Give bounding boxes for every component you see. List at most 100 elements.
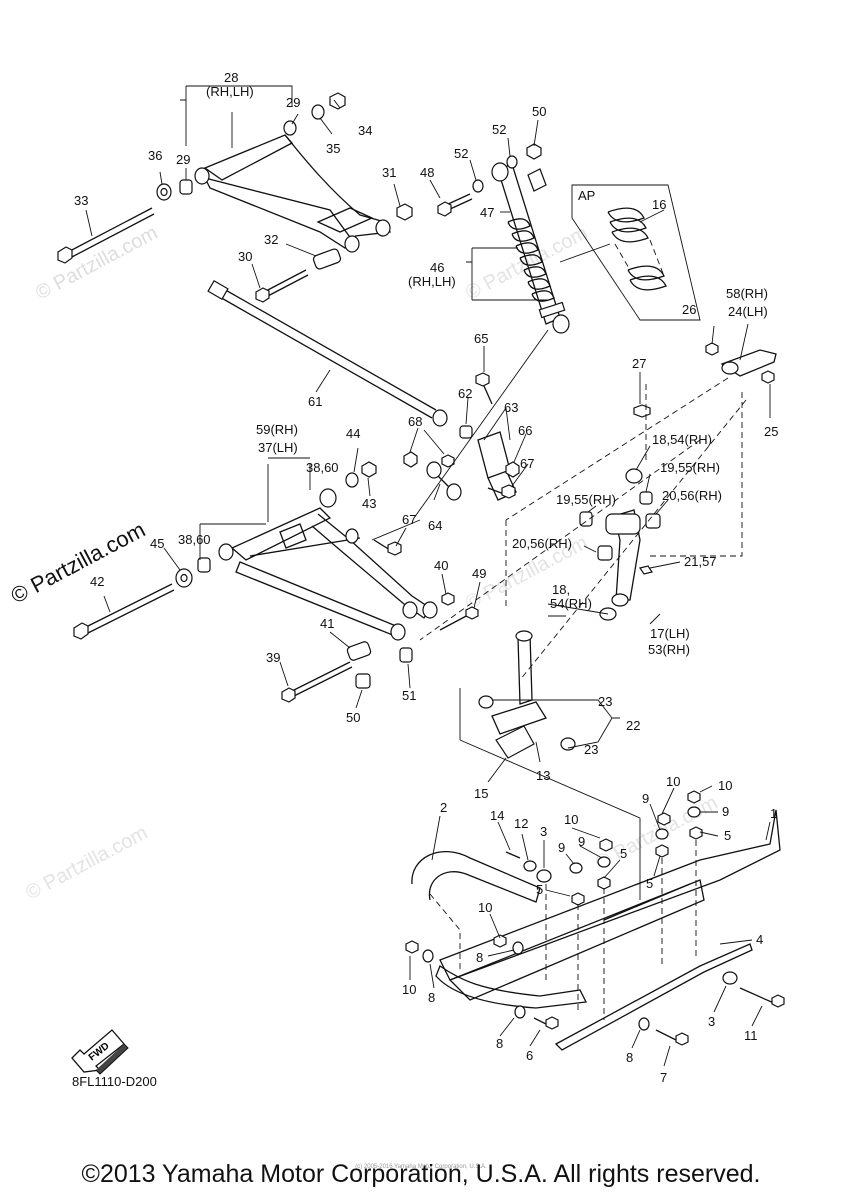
collar-32 — [312, 248, 342, 270]
bolt-65 — [475, 372, 490, 387]
label-10a: 10 — [666, 774, 680, 789]
damper-15 — [495, 725, 535, 759]
washer-52 — [506, 155, 518, 169]
nut-10e — [687, 790, 701, 804]
label-34: 34 — [358, 123, 372, 138]
label-58: 58(RH) — [726, 286, 768, 301]
link-64 — [426, 461, 462, 501]
label-15: 15 — [474, 786, 488, 801]
label-18a: 18,54(RH) — [652, 432, 712, 447]
label-1: 1 — [770, 806, 777, 821]
label-39: 39 — [266, 650, 280, 665]
collar-5c — [571, 892, 585, 906]
label-33: 33 — [74, 193, 88, 208]
bushing-50 — [355, 673, 371, 689]
ap-box — [571, 184, 701, 321]
label-28: 28 — [224, 70, 238, 85]
washer-8a — [422, 949, 434, 963]
bolt-67 — [487, 484, 516, 499]
label-52b: 52 — [454, 146, 468, 161]
nut-40 — [441, 592, 455, 606]
washer-9a — [655, 828, 669, 840]
shock-absorber — [491, 162, 570, 334]
label-22: 22 — [626, 718, 640, 733]
label-28-sub: (RH,LH) — [206, 84, 254, 99]
fwd-badge: FWD — [71, 1029, 129, 1075]
label-62: 62 — [458, 386, 472, 401]
label-49: 49 — [472, 566, 486, 581]
label-2: 2 — [440, 800, 447, 815]
label-9b: 9 — [722, 804, 729, 819]
bolt-49 — [439, 606, 479, 631]
collar-12 — [523, 860, 537, 872]
washer-8d — [638, 1017, 650, 1031]
bolt-39 — [281, 661, 353, 703]
label-65: 65 — [474, 331, 488, 346]
collar-41 — [346, 641, 372, 661]
cap-27 — [633, 404, 651, 418]
label-50: 50 — [532, 104, 546, 119]
label-30: 30 — [238, 249, 252, 264]
bolt-6 — [533, 1016, 559, 1030]
label-8a: 8 — [476, 950, 483, 965]
bushing-51 — [399, 647, 413, 663]
label-35: 35 — [326, 141, 340, 156]
label-47: 47 — [480, 205, 494, 220]
label-67: 67 — [520, 456, 534, 471]
upper-a-arm — [194, 120, 391, 253]
label-7: 7 — [660, 1070, 667, 1085]
bolt-7 — [655, 1029, 689, 1046]
label-25: 25 — [764, 424, 778, 439]
watermark: © Partzilla.com — [32, 222, 161, 305]
bolt-42 — [73, 583, 175, 640]
nut-68 — [403, 451, 418, 468]
washer-9d — [597, 856, 611, 868]
leader-lines — [85, 85, 771, 1067]
label-10e: 10 — [402, 982, 416, 997]
nut-66 — [505, 461, 520, 478]
washer-52b — [472, 179, 484, 193]
label-9a: 9 — [642, 791, 649, 806]
label-4: 4 — [756, 932, 763, 947]
bushing-19b — [579, 511, 593, 527]
label-5a: 5 — [724, 828, 731, 843]
nut-50 — [526, 143, 542, 160]
label-67b: 67 — [402, 512, 416, 527]
collar-5d — [597, 876, 611, 890]
label-20b: 20,56(RH) — [512, 536, 572, 551]
bushing-20b — [597, 545, 613, 561]
label-3b: 3 — [708, 1014, 715, 1029]
collar-5b — [689, 826, 703, 840]
label-26: 26 — [682, 302, 696, 317]
label-21: 21,57 — [684, 554, 717, 569]
copyright-notice: ©2013 Yamaha Motor Corporation, U.S.A. A… — [81, 1160, 761, 1188]
label-27: 27 — [632, 356, 646, 371]
label-68: 68 — [408, 414, 422, 429]
label-14: 14 — [490, 808, 504, 823]
label-50b: 50 — [346, 710, 360, 725]
ski-loop-2 — [411, 850, 541, 903]
label-29: 29 — [286, 95, 300, 110]
label-18b: 18, — [552, 582, 570, 597]
label-3: 3 — [540, 824, 547, 839]
nut-10d — [657, 812, 671, 826]
label-8c: 8 — [496, 1036, 503, 1051]
nut-68b — [441, 454, 455, 468]
washer-9b — [687, 806, 701, 818]
bolt-48 — [437, 193, 473, 217]
label-9d: 9 — [558, 840, 565, 855]
label-12: 12 — [514, 816, 528, 831]
label-40: 40 — [434, 558, 448, 573]
label-19a: 19,55(RH) — [660, 460, 720, 475]
bushing-38 — [197, 557, 211, 573]
label-54b: 54(RH) — [550, 596, 592, 611]
label-43: 43 — [362, 496, 376, 511]
nut-10a — [405, 940, 419, 954]
collar-62 — [459, 425, 473, 439]
label-10c: 10 — [564, 812, 578, 827]
label-63: 63 — [504, 400, 518, 415]
label-17: 17(LH) — [650, 626, 690, 641]
nipple-21 — [639, 565, 653, 575]
label-32: 32 — [264, 232, 278, 247]
